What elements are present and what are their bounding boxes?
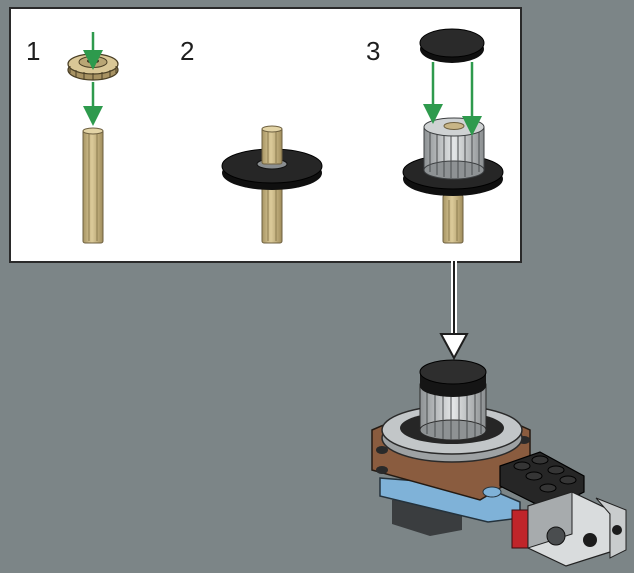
step1-axle-part xyxy=(82,127,104,244)
step2-axle-with-disc xyxy=(221,125,323,244)
step3-assembly xyxy=(402,117,504,244)
step-number-2: 2 xyxy=(180,36,195,66)
step3-top-cap xyxy=(419,28,485,63)
callout-connector-arrow xyxy=(439,261,469,361)
step-number-3: 3 xyxy=(366,36,381,66)
step-number-1: 1 xyxy=(26,36,41,66)
assembled-model xyxy=(371,359,627,567)
